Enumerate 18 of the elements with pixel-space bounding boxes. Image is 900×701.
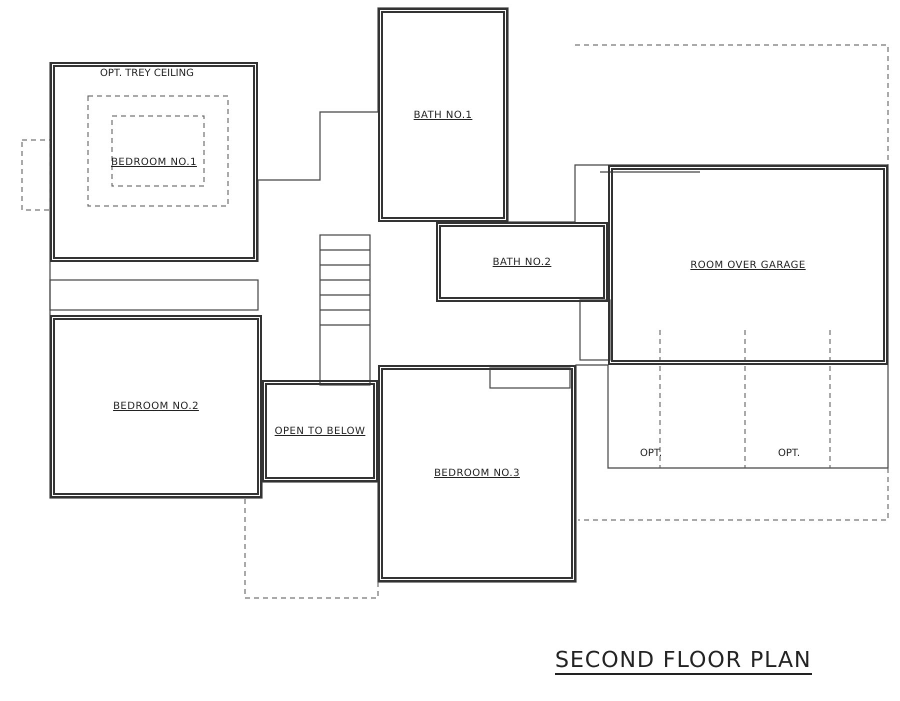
room-label: BEDROOM NO.2 (113, 401, 199, 412)
room-note: OPT. (778, 448, 800, 459)
room-label: ROOM OVER GARAGE (690, 260, 806, 270)
garage-room (608, 165, 888, 365)
room-label: BEDROOM NO.3 (434, 468, 520, 479)
open-area (262, 380, 378, 482)
bedroom-room (378, 365, 576, 582)
room-note: OPT. (640, 448, 662, 459)
room-label: BATH NO.1 (414, 110, 472, 120)
room-label: OPEN TO BELOW (274, 426, 366, 436)
bathroom-room (436, 222, 608, 302)
room-note: OPT. TREY CEILING (100, 68, 194, 79)
bedroom-room (50, 315, 262, 498)
room-label: BATH NO.2 (492, 256, 552, 268)
bedroom-room (50, 62, 258, 262)
room-label: BEDROOM NO.1 (111, 156, 197, 168)
bathroom-room (378, 8, 508, 222)
plan-title: SECOND FLOOR PLAN (555, 648, 812, 675)
